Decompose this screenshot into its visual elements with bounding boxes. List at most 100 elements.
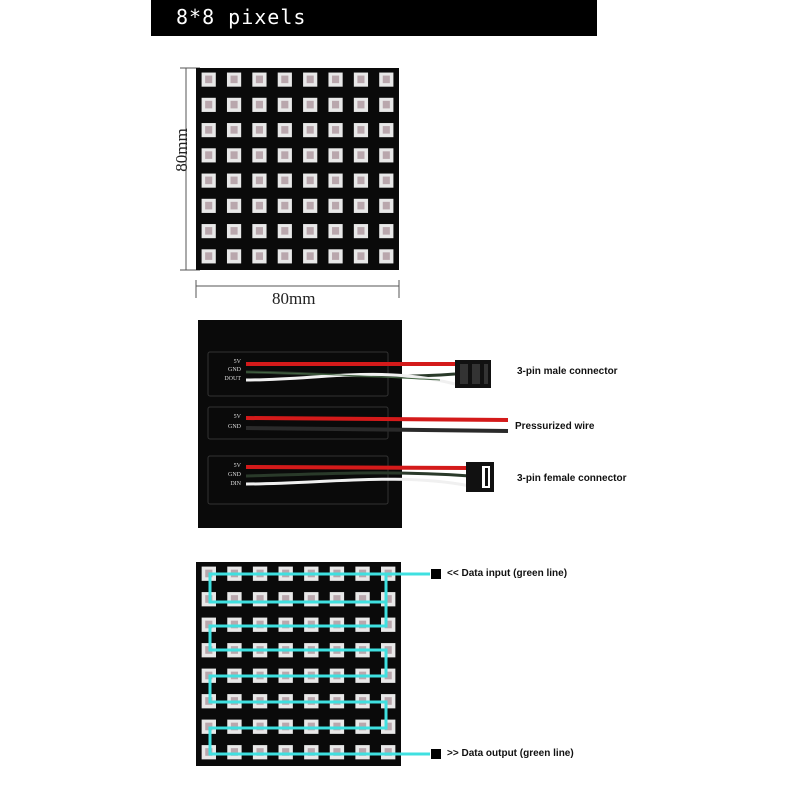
led-core [357,201,365,210]
led-core [382,176,390,185]
led-core [382,126,390,134]
led-core [282,748,290,756]
led-core [357,151,365,159]
height-dimension: 80mm [172,128,191,172]
led-core [255,252,263,260]
pin-label: 5V [233,359,241,365]
led-core [256,748,264,756]
led-core [230,722,239,731]
led-core [357,176,365,185]
pressurized-wire-label: Pressurized wire [515,421,595,432]
led-core [255,151,263,159]
led-core [358,595,367,603]
data-input-text: Data input (green line) [461,568,568,579]
led-core [281,75,289,84]
led-core [332,176,340,185]
led-core [384,722,392,731]
led-core [205,75,213,84]
led-core [384,595,392,603]
dimension-lines [180,67,400,298]
led-core [382,227,390,235]
led-matrix-bottom [196,562,401,766]
led-core [332,151,340,159]
pin-label: 5V [233,463,241,469]
led-core [282,595,290,603]
led-core [382,201,390,210]
led-core [333,620,341,629]
led-core [281,227,289,235]
led-core [382,75,390,84]
led-core [357,252,365,260]
led-core [281,201,289,210]
led-core [205,176,213,185]
led-core [333,595,341,603]
led-core [333,748,341,756]
pin-label: GND [228,472,241,478]
led-core [230,126,238,134]
led-core [307,620,315,629]
led-core [255,201,263,210]
width-dimension: 80mm [272,289,316,308]
led-core [281,126,289,134]
wire-set-pressurized [245,416,509,433]
led-core [230,227,238,235]
data-input-label: << Data input (green line) [447,568,567,579]
led-core [230,595,239,603]
led-core [205,620,213,629]
led-core [384,671,392,680]
led-core [332,126,340,134]
led-core [230,176,238,185]
led-core [281,100,289,109]
led-core [205,722,213,731]
led-core [256,722,264,731]
led-core [358,620,367,629]
led-core [281,252,289,260]
led-core [332,252,340,260]
led-core [357,126,365,134]
led-core [384,620,392,629]
led-core [384,748,392,756]
led-core [307,595,315,603]
led-core [332,100,340,109]
led-core [282,722,290,731]
led-matrix-top [196,68,399,270]
led-core [230,75,238,84]
led-core [307,748,315,756]
led-core [384,697,392,705]
led-core [282,620,290,629]
led-core [384,646,392,654]
data-input-marker [431,569,441,579]
led-core [358,722,367,731]
data-output-text: Data output (green line) [461,748,574,759]
led-core [306,252,314,260]
led-core [205,151,213,159]
title-bar: 8*8 pixels [151,0,597,36]
led-core [358,748,367,756]
led-core [205,227,213,235]
data-output-label: >> Data output (green line) [447,748,574,759]
led-grid-top [201,72,394,264]
data-output-arrow: >> [447,748,459,759]
pin-label: DIN [230,481,241,487]
led-core [256,620,264,629]
led-core [306,75,314,84]
led-core [255,227,263,235]
pin-label: DOUT [224,376,241,382]
page-title: 8*8 pixels [176,5,307,29]
led-core [332,201,340,210]
led-core [230,151,238,159]
led-core [382,151,390,159]
led-core [230,748,239,756]
led-core [333,722,341,731]
led-core [205,201,213,210]
led-core [332,227,340,235]
wire-set-male [245,360,491,388]
wiring-panel [198,320,402,528]
led-core [205,100,213,109]
led-core [230,620,239,629]
led-core [205,252,213,260]
led-core [306,100,314,109]
led-core [357,100,365,109]
led-core [281,176,289,185]
